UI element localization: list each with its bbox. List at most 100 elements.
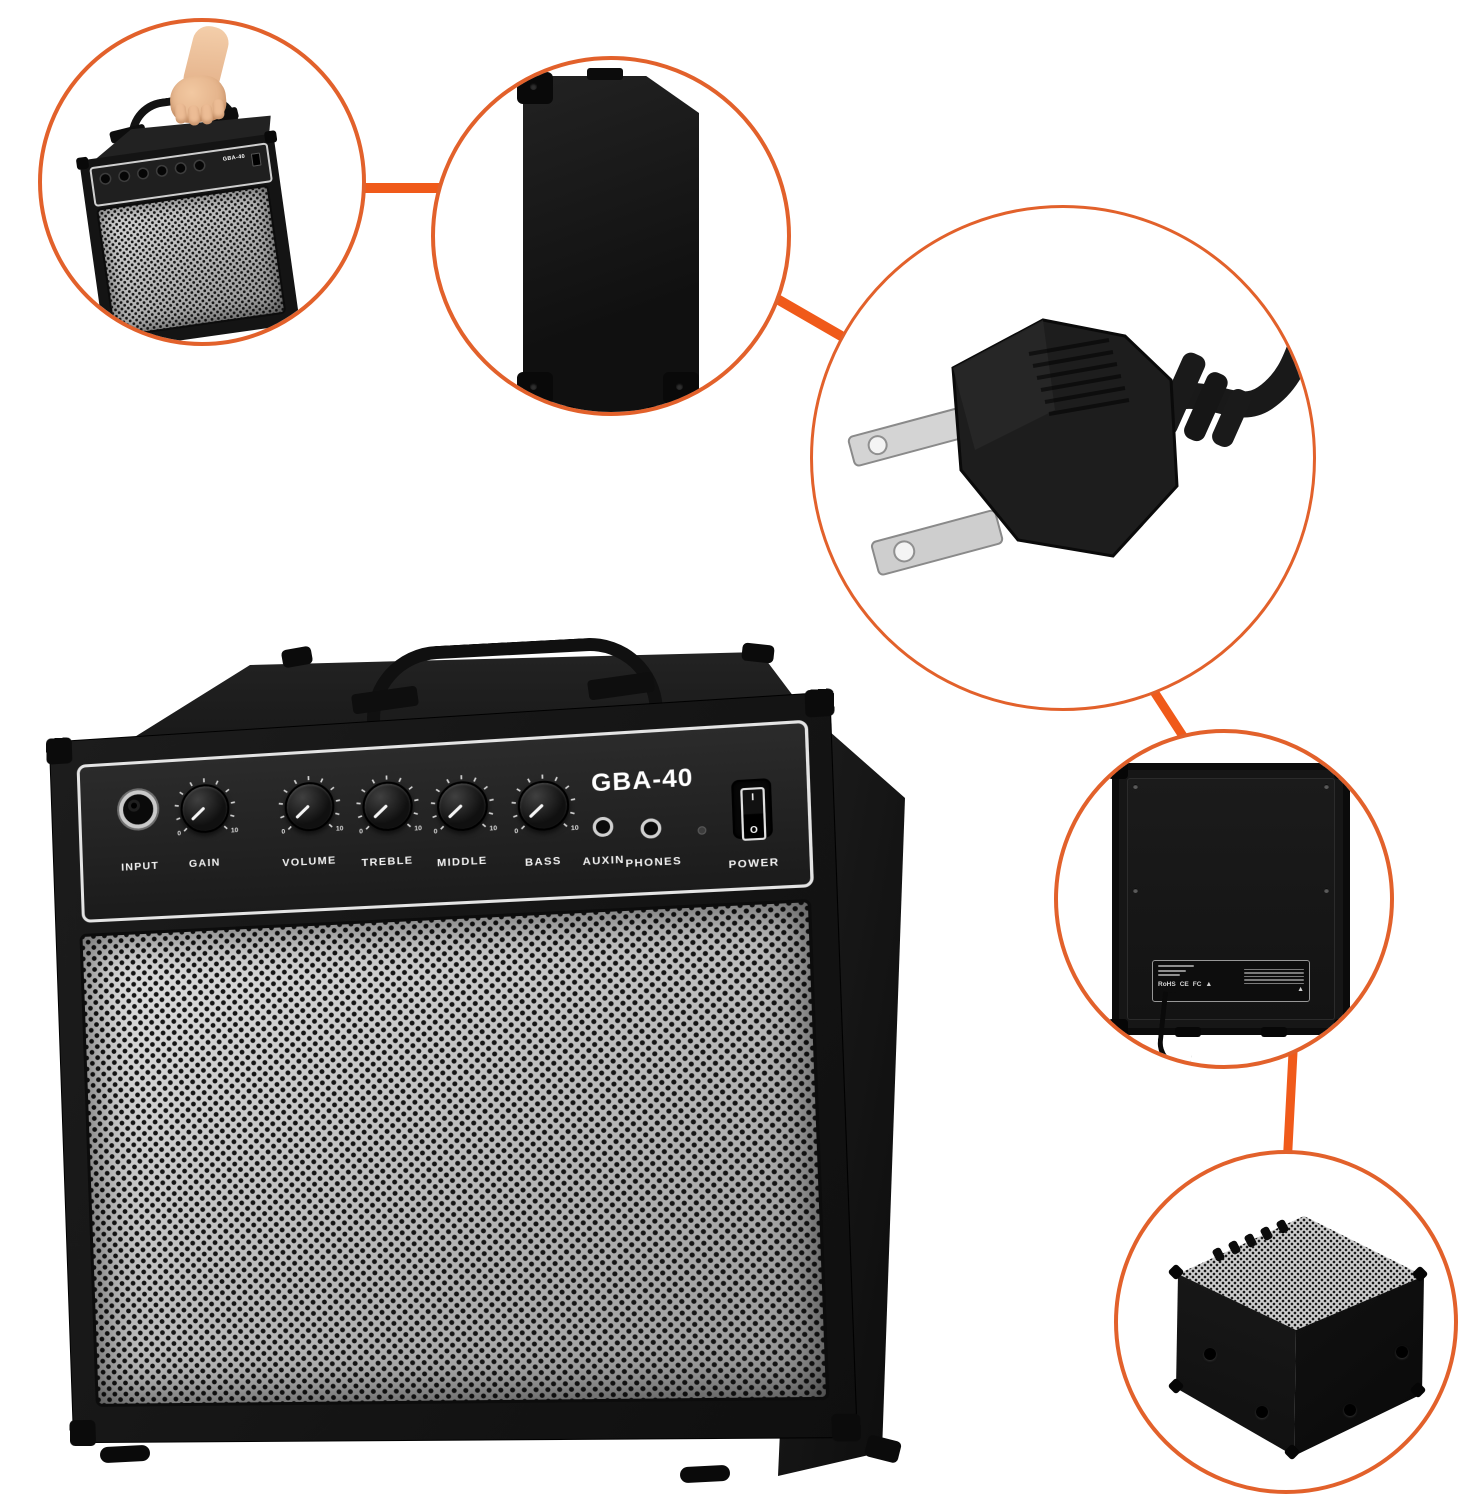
- plug-prong-top: [847, 406, 974, 467]
- back-corner-cap: [1108, 759, 1128, 779]
- ce-mark: CE: [1179, 980, 1189, 988]
- amp-foot: [99, 1444, 151, 1464]
- hand-finger: [174, 103, 188, 125]
- knob-label: TREBLE: [361, 854, 414, 870]
- mini-amp-body: GBA-40: [75, 130, 304, 342]
- amp-corner-guard: [831, 1413, 862, 1442]
- power-plug: [847, 318, 1313, 576]
- knob-volume: 0 10: [281, 781, 344, 836]
- knob-scale-max: 10: [230, 826, 239, 835]
- rubber-foot: [1396, 1346, 1408, 1358]
- power-switch: I O: [733, 780, 771, 841]
- connector-carry-side: [352, 183, 442, 193]
- back-corner-cap: [1334, 1019, 1354, 1039]
- knob-scale-min: 0: [514, 827, 519, 836]
- plug-ribs: [1028, 338, 1130, 416]
- plug-view: [813, 208, 1313, 708]
- control-panel: INPUT 0 10 GAIN 0 10 VOLUME 0 10 TREBLE: [76, 719, 814, 923]
- warning-triangle-icon: ▲: [1205, 980, 1213, 988]
- screw: [1324, 888, 1329, 893]
- hand-finger: [187, 104, 201, 126]
- knob-label: MIDDLE: [436, 854, 488, 870]
- knob-scale-min: 0: [433, 828, 438, 836]
- model-badge: GBA-40: [590, 763, 695, 798]
- power-switch-rocker: I O: [740, 786, 767, 841]
- power-label: POWER: [728, 855, 780, 872]
- knob-label: VOLUME: [282, 854, 337, 870]
- callout-circle-side: [431, 56, 791, 416]
- warning-triangle-icon: ▲: [1297, 986, 1304, 994]
- mini-knob: [194, 160, 205, 171]
- rubber-foot: [1256, 1406, 1268, 1418]
- mini-corner-guard: [263, 130, 278, 144]
- mini-knob: [156, 165, 167, 176]
- amp-corner-guard: [804, 688, 835, 718]
- input-jack: [118, 789, 158, 830]
- knob-scale-max: 10: [489, 824, 498, 833]
- screw: [1324, 784, 1329, 789]
- back-view: RoHS CE FC ▲ ▲: [1058, 733, 1390, 1065]
- callout-circle-bottom: [1114, 1150, 1458, 1494]
- rohs-mark: RoHS: [1158, 980, 1176, 988]
- knob-scale-max: 10: [414, 824, 423, 833]
- side-panel: [523, 76, 699, 412]
- hand-finger: [200, 103, 214, 125]
- mini-model-badge: GBA-40: [222, 153, 246, 163]
- callout-circle-back: RoHS CE FC ▲ ▲: [1054, 729, 1394, 1069]
- rubber-foot: [1204, 1348, 1216, 1360]
- back-corner-cap: [1334, 759, 1354, 779]
- switch-on-mark: I: [751, 791, 755, 803]
- back-panel: RoHS CE FC ▲ ▲: [1108, 759, 1354, 1065]
- hand-finger: [212, 98, 225, 120]
- mini-input-jack: [100, 173, 111, 184]
- spec-text-lines: RoHS CE FC ▲: [1158, 965, 1212, 997]
- back-foot: [1175, 1027, 1201, 1037]
- mini-knob: [175, 163, 186, 174]
- corner-bracket: [517, 372, 553, 404]
- plug-prong-bottom: [870, 509, 1004, 576]
- connector-back-bottom: [1283, 1043, 1298, 1157]
- knob-scale-min: 0: [359, 828, 364, 836]
- switch-off-mark: O: [749, 824, 758, 836]
- amp-corner-guard: [45, 737, 73, 765]
- amp-corner-guard: [741, 642, 775, 664]
- side-handle-stub: [587, 68, 623, 80]
- fcc-mark: FC: [1192, 980, 1202, 988]
- mini-corner-guard: [75, 156, 90, 171]
- spec-fine-print: ▲: [1217, 965, 1304, 997]
- bottom-view: [1118, 1154, 1454, 1490]
- side-foot: [553, 406, 575, 412]
- mini-corner-guard: [101, 340, 116, 342]
- knob-label: GAIN: [188, 856, 221, 871]
- callout-circle-plug: [810, 205, 1316, 711]
- side-view: [435, 60, 787, 412]
- phones-jack: [640, 817, 662, 839]
- mini-amp: GBA-40: [75, 88, 305, 342]
- knob-middle: 0 10: [433, 780, 497, 836]
- amp-foot: [679, 1464, 731, 1484]
- amp-corner-guard: [863, 1434, 903, 1464]
- knob-bass: 0 10: [514, 779, 579, 836]
- mini-knob: [119, 171, 130, 182]
- mini-knob: [137, 168, 149, 179]
- corner-bracket: [663, 372, 699, 404]
- power-led: [697, 826, 707, 835]
- corner-bracket: [517, 72, 553, 104]
- back-corner-cap: [1108, 1019, 1128, 1039]
- knob-treble: 0 10: [359, 780, 422, 836]
- knob-scale-max: 10: [335, 825, 344, 833]
- amp-corner-guard: [69, 1419, 97, 1447]
- back-foot: [1261, 1027, 1287, 1037]
- knob-scale-max: 10: [570, 824, 579, 833]
- knob-scale-min: 0: [281, 828, 286, 836]
- spec-label: RoHS CE FC ▲ ▲: [1152, 960, 1310, 1002]
- cert-row: RoHS CE FC ▲: [1158, 981, 1212, 988]
- auxin-jack: [592, 816, 614, 838]
- rubber-foot: [1344, 1404, 1356, 1416]
- amp-front-face: INPUT 0 10 GAIN 0 10 VOLUME 0 10 TREBLE: [45, 688, 862, 1447]
- amp-grille: [82, 902, 827, 1404]
- mini-corner-guard: [289, 314, 304, 328]
- mini-amp-grille: [98, 186, 285, 336]
- mini-power-switch: [250, 152, 262, 167]
